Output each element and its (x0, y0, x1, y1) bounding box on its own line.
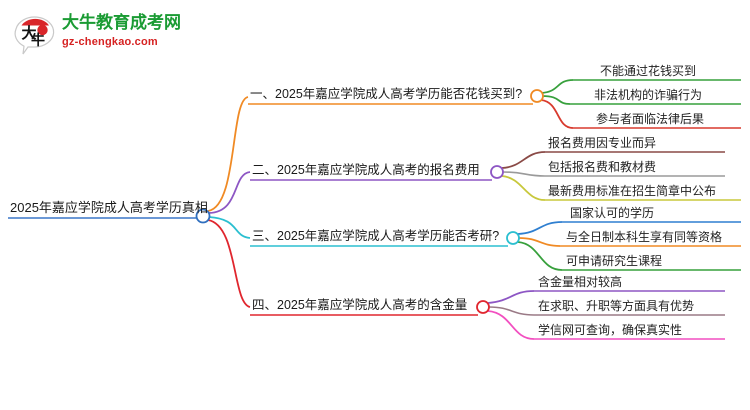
leaf-label-1-3[interactable]: 参与者面临法律后果 (596, 112, 705, 126)
leaf-label-4-1[interactable]: 含金量相对较高 (538, 275, 623, 289)
branch-node-circle-3 (506, 231, 520, 245)
branch-label-1[interactable]: 一、2025年嘉应学院成人高考学历能否花钱买到? (250, 87, 523, 101)
branch-node-circle-1 (530, 89, 544, 103)
logo-mark-icon: 大 牛 (12, 12, 58, 56)
logo-name-cn: 大牛教育成考网 (62, 13, 181, 32)
leaf-label-2-1[interactable]: 报名费用因专业而异 (548, 136, 657, 150)
leaf-label-1-1[interactable]: 不能通过花钱买到 (600, 64, 697, 78)
branch-node-circle-4 (476, 300, 490, 314)
branch-label-3[interactable]: 三、2025年嘉应学院成人高考学历能否考研? (252, 229, 500, 243)
svg-text:大: 大 (21, 24, 36, 42)
leaf-label-3-2[interactable]: 与全日制本科生享有同等资格 (566, 230, 723, 244)
leaf-label-2-2[interactable]: 包括报名费和教材费 (548, 160, 657, 174)
leaf-label-1-2[interactable]: 非法机构的诈骗行为 (594, 88, 703, 102)
leaf-label-3-3[interactable]: 可申请研究生课程 (566, 254, 663, 268)
leaf-label-4-3[interactable]: 学信网可查询，确保真实性 (538, 323, 683, 337)
svg-text:牛: 牛 (31, 32, 45, 48)
leaf-label-4-2[interactable]: 在求职、升职等方面具有优势 (538, 299, 695, 313)
root-node-label[interactable]: 2025年嘉应学院成人高考学历真相 (10, 200, 208, 215)
branch-node-circle-2 (490, 165, 504, 179)
logo-name-en: gz-chengkao.com (62, 36, 158, 48)
logo-text: 大牛教育成考网 gz-chengkao.com (62, 13, 192, 49)
leaf-label-2-3[interactable]: 最新费用标准在招生简章中公布 (548, 184, 717, 198)
site-logo[interactable]: 大 牛 大牛教育成考网 gz-chengkao.com (12, 10, 192, 60)
branch-label-2[interactable]: 二、2025年嘉应学院成人高考的报名费用 (252, 163, 480, 177)
leaf-label-3-1[interactable]: 国家认可的学历 (570, 206, 655, 220)
branch-label-4[interactable]: 四、2025年嘉应学院成人高考的含金量 (252, 298, 468, 312)
